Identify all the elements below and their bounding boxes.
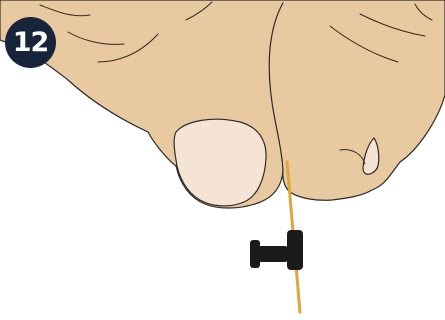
step-number: 12 [13,29,49,56]
step-number-badge: 12 [5,17,56,68]
shank-button-icon [250,230,303,270]
left-fingernail [174,119,266,206]
button-front-disc [287,230,303,270]
button-stem [258,246,288,262]
fingers-pinching-icon [0,0,445,208]
